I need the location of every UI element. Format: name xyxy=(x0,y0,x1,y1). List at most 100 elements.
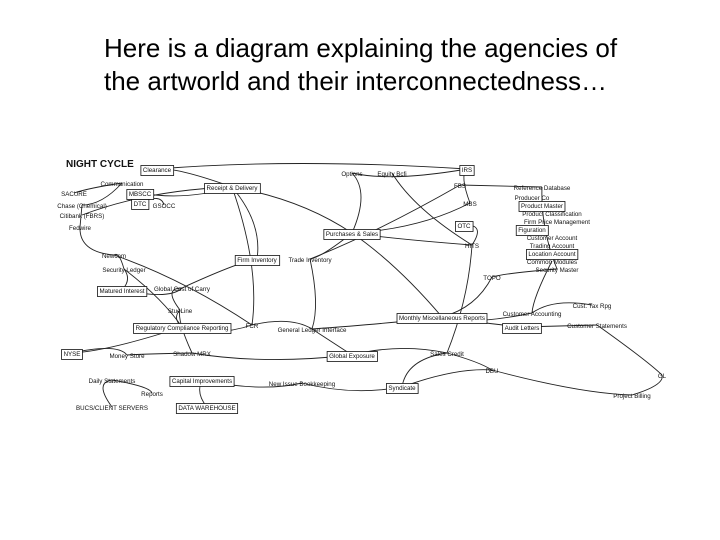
node-label: Security Master xyxy=(536,267,579,274)
node-label: Firm Price Management xyxy=(524,219,590,226)
diagram-node: Receipt & Delivery xyxy=(204,183,261,194)
node-label: Customer Account xyxy=(527,235,578,242)
diagram-heading: NIGHT CYCLE xyxy=(66,159,134,170)
node-box xyxy=(61,349,83,360)
node-box xyxy=(140,165,175,176)
node-box xyxy=(502,323,542,334)
diagram-node: Communication xyxy=(101,181,145,188)
node-label: Product Master xyxy=(521,203,563,210)
diagram-node: Security Ledger xyxy=(102,267,145,274)
node-label: Sales Credit xyxy=(430,351,464,358)
node-label: Reports xyxy=(141,391,163,398)
diagram-node: Producer Co xyxy=(515,195,550,202)
diagram-node: MBS xyxy=(463,201,476,208)
node-box xyxy=(131,199,150,210)
connection-line xyxy=(81,182,123,206)
node-label: HITS xyxy=(465,243,479,250)
connection-line xyxy=(309,258,317,330)
node-label: Shadow MRX xyxy=(173,351,211,358)
diagram-node: Customer Accounting xyxy=(503,311,562,318)
diagram-node: New Issue Bookkeeping xyxy=(269,381,336,388)
node-label: MBSCC xyxy=(129,191,152,198)
connection-line xyxy=(351,172,362,234)
node-box xyxy=(204,183,261,194)
node-label: Fedwire xyxy=(69,225,92,232)
node-box xyxy=(326,351,378,362)
diagram-node: Firm Price Management xyxy=(524,219,590,226)
node-label: Daily Statements xyxy=(89,378,136,385)
connection-line xyxy=(631,374,663,396)
diagram-node: Reference Database xyxy=(514,185,571,192)
node-box xyxy=(518,201,566,212)
diagram-node: BUCS/CLIENT SERVERS xyxy=(76,405,148,412)
diagram-node: Shadow MRX xyxy=(173,351,211,358)
diagram-node: Trade Inventory xyxy=(288,257,332,264)
node-box xyxy=(133,323,232,334)
node-label: Capital Improvements xyxy=(172,378,232,385)
node-label: Communication xyxy=(101,181,145,188)
node-label: Syndicate xyxy=(388,385,416,392)
diagram-node: Security Master xyxy=(536,267,579,274)
connection-line xyxy=(126,352,193,356)
node-label: GL xyxy=(658,373,667,380)
node-label: Figuration xyxy=(518,227,546,234)
diagram-node: FCR xyxy=(246,323,259,330)
node-box xyxy=(526,249,579,260)
node-label: DATA WAREHOUSE xyxy=(178,405,235,412)
node-label: GSOCC xyxy=(153,203,176,210)
diagram-node: DTC xyxy=(131,199,150,210)
diagram-node: HITS xyxy=(465,243,479,250)
connection-line xyxy=(231,186,259,260)
diagram-node: StueLine xyxy=(168,308,193,315)
node-label: Purchases & Sales xyxy=(326,231,378,238)
node-label: Audit Letters xyxy=(505,325,540,332)
diagram-node: Daily Statements xyxy=(89,378,136,385)
diagram-node: Purchases & Sales xyxy=(323,229,381,240)
connection-line xyxy=(251,320,313,330)
node-label: General Ledger Interface xyxy=(278,327,347,334)
diagram-node: NYSE xyxy=(61,349,83,360)
node-box xyxy=(97,286,148,297)
node-label: Regulatory Compliance Reporting xyxy=(136,325,229,332)
connection-line xyxy=(351,232,443,318)
node-label: Options xyxy=(341,171,362,178)
diagram-node: SACURE xyxy=(61,191,87,198)
node-label: SACURE xyxy=(61,191,87,198)
node-label: Trade Inventory xyxy=(288,257,332,264)
diagram-node: Citibank (FBRS) xyxy=(60,213,105,220)
node-label: TOPO xyxy=(483,275,501,282)
node-label: MBS xyxy=(463,201,476,208)
connection-line xyxy=(596,324,663,376)
diagram-node: Matured Interest xyxy=(97,286,148,297)
node-label: Matured Interest xyxy=(99,288,144,295)
connection-line xyxy=(351,202,471,234)
diagram-node: Audit Letters xyxy=(502,323,542,334)
node-box xyxy=(396,313,488,324)
diagram-node: Customer Statements xyxy=(567,323,627,330)
node-label: Monthly Miscellaneous Reports xyxy=(399,315,485,322)
node-label: Customer Accounting xyxy=(503,311,562,318)
node-label: Money Store xyxy=(109,353,145,360)
diagram-node: Location Account xyxy=(526,249,579,260)
connection-line xyxy=(156,163,468,170)
node-label: Product Classification xyxy=(522,211,582,218)
node-label: Receipt & Delivery xyxy=(207,185,259,192)
connection-line xyxy=(391,172,473,246)
connection-line xyxy=(531,302,593,314)
slide-caption: Here is a diagram explaining the agencie… xyxy=(104,33,618,96)
diagram-node: DATA WAREHOUSE xyxy=(175,403,239,414)
connection-line xyxy=(113,254,253,326)
node-box xyxy=(175,403,239,414)
node-label: Chase (Chemical) xyxy=(57,203,107,210)
diagram-node: Figuration xyxy=(515,225,549,236)
node-label: Firm Inventory xyxy=(237,257,277,264)
diagram-node: Common Modules xyxy=(527,259,577,266)
node-label: Trading Account xyxy=(530,243,575,250)
node-box xyxy=(459,165,475,176)
node-label: Project Billing xyxy=(613,393,651,400)
connection-line xyxy=(171,287,183,311)
connection-line xyxy=(111,379,153,394)
node-label: Cust. Tax Rpg xyxy=(573,303,612,310)
diagram-node: Syndicate xyxy=(386,383,419,394)
